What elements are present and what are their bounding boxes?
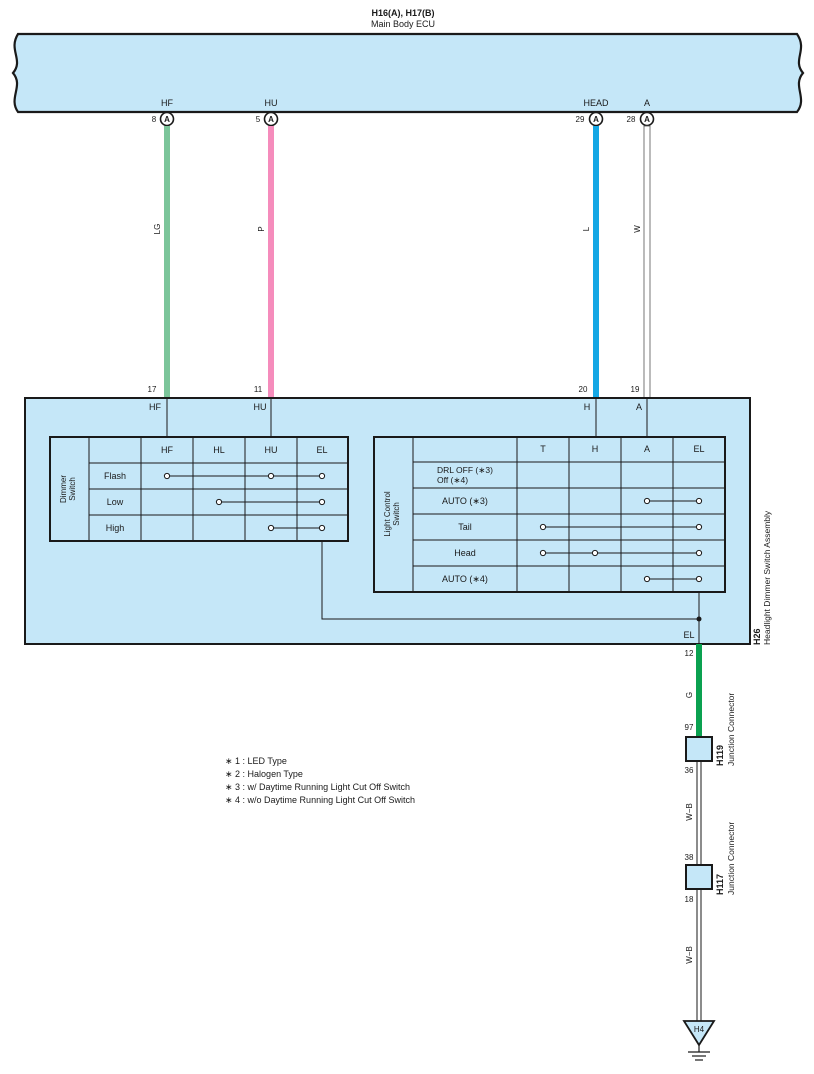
wire-w-label: W	[633, 225, 642, 233]
ecu-pin-hu-term: HU	[265, 98, 278, 108]
wire-g	[696, 644, 702, 737]
ecu-name: Main Body ECU	[371, 19, 435, 29]
ecu-pin-hf-num: 8	[152, 115, 157, 124]
assy-pin-20-num: 20	[579, 385, 588, 394]
ecu-pin-hf: HF 8 A	[152, 98, 175, 127]
lcs-head-contacts	[539, 549, 703, 557]
dimmer-low-contacts	[215, 498, 326, 506]
lcs-row-auto4: AUTO (∗4)	[442, 574, 488, 584]
assy-el-term: EL	[683, 630, 694, 640]
lcs-auto4-contacts	[643, 575, 703, 583]
note-2: ∗ 2 : Halogen Type	[225, 769, 303, 779]
dimmer-flash-contacts	[163, 472, 326, 480]
assembly-code: H26	[752, 628, 762, 645]
wire-p	[268, 126, 274, 398]
lcs-col-t: T	[540, 444, 546, 454]
el-pin-num: 12	[685, 649, 694, 658]
dimmer-col-el: EL	[316, 445, 327, 455]
ecu-pin-head-num: 29	[576, 115, 585, 124]
light-control-switch-table: Light Control Switch T H A EL DRL OFF (∗…	[373, 436, 726, 593]
wire-l	[593, 126, 599, 398]
wire-lg-label: LG	[153, 224, 162, 235]
assy-pin-19-num: 19	[631, 385, 640, 394]
lcs-col-el: EL	[693, 444, 704, 454]
ecu-pin-a-conn: A	[644, 115, 650, 124]
assy-pin-11-num: 11	[254, 385, 263, 394]
dimmer-row-low: Low	[107, 497, 124, 507]
ecu-pin-hf-conn: A	[164, 115, 170, 124]
dimmer-title-2: Switch	[68, 477, 77, 501]
el-junction-dot	[696, 616, 702, 622]
ecu-pin-head-term: HEAD	[583, 98, 609, 108]
ecu-pin-a: A 28 A	[627, 98, 655, 127]
ground-icon	[682, 1020, 716, 1061]
h117-pin-in: 38	[685, 853, 694, 862]
junction-h117	[685, 864, 713, 890]
lcs-row-tail: Tail	[458, 522, 472, 532]
assy-pin-17-num: 17	[148, 385, 157, 394]
ecu-pin-head-circle	[588, 111, 604, 127]
lcs-row-drl-off: DRL OFF (∗3)	[437, 465, 493, 475]
lcs-auto3-contacts	[643, 497, 703, 505]
ecu-pin-a-term: A	[644, 98, 650, 108]
ecu-pin-head-conn: A	[593, 115, 599, 124]
wire-wb1-label: W−B	[685, 803, 694, 821]
dimmer-switch-table: Dimmer Switch HF HL HU EL Flash Low High	[49, 436, 349, 542]
wire-l-label: L	[582, 226, 591, 231]
note-1: ∗ 1 : LED Type	[225, 756, 287, 766]
dimmer-high-contacts	[267, 524, 326, 532]
lcs-tail-contacts	[539, 523, 703, 531]
lcs-title-2: Switch	[392, 502, 401, 526]
h117-name: Junction Connector	[726, 822, 736, 895]
h119-name: Junction Connector	[726, 693, 736, 766]
h117-code: H117	[715, 874, 725, 895]
lcs-row-head: Head	[454, 548, 476, 558]
el-common-line	[321, 541, 699, 620]
wire-lg	[164, 126, 170, 398]
dimmer-col-hf: HF	[161, 445, 173, 455]
ecu-pin-a-circle	[639, 111, 655, 127]
ecu-pin-hf-circle	[159, 111, 175, 127]
junction-h119	[685, 736, 713, 762]
dimmer-col-hl: HL	[213, 445, 225, 455]
lcs-col-h: H	[592, 444, 599, 454]
footnotes: ∗ 1 : LED Type ∗ 2 : Halogen Type ∗ 3 : …	[225, 756, 415, 805]
ecu-pin-hu: HU 5 A	[256, 98, 279, 127]
ecu-code: H16(A), H17(B)	[371, 8, 434, 18]
wire-w	[643, 125, 651, 399]
h119-pin-out: 36	[685, 766, 694, 775]
ecu-body	[11, 32, 805, 114]
dimmer-col-hu: HU	[265, 445, 278, 455]
ecu-pin-head: HEAD 29 A	[576, 98, 609, 127]
ecu-pin-hu-num: 5	[256, 115, 261, 124]
lcs-row-off: Off (∗4)	[437, 475, 468, 485]
ecu-pin-a-num: 28	[627, 115, 636, 124]
ecu-pin-hf-term: HF	[161, 98, 173, 108]
wire-p-label: P	[257, 226, 266, 231]
assy-pin-hu-term: HU	[254, 402, 267, 412]
dimmer-title-1: Dimmer	[59, 475, 68, 503]
dimmer-row-high: High	[106, 523, 125, 533]
h117-pin-out: 18	[685, 895, 694, 904]
lcs-title-1: Light Control	[383, 491, 392, 537]
h119-code: H119	[715, 745, 725, 766]
assy-pin-h-term: H	[584, 402, 591, 412]
lcs-row-auto3: AUTO (∗3)	[442, 496, 488, 506]
wire-g-label: G	[685, 692, 694, 698]
note-4: ∗ 4 : w/o Daytime Running Light Cut Off …	[225, 795, 415, 805]
ecu-pin-hu-conn: A	[268, 115, 274, 124]
assy-pin-a-term: A	[636, 402, 642, 412]
ground-code: H4	[694, 1025, 705, 1034]
assembly-name: Headlight Dimmer Switch Assembly	[762, 510, 772, 645]
assy-pin-hf-term: HF	[149, 402, 161, 412]
dimmer-row-flash: Flash	[104, 471, 126, 481]
note-3: ∗ 3 : w/ Daytime Running Light Cut Off S…	[225, 782, 410, 792]
ecu-pin-hu-circle	[263, 111, 279, 127]
wire-wb2-label: W−B	[685, 946, 694, 964]
h119-pin-in: 97	[685, 723, 694, 732]
lcs-col-a: A	[644, 444, 650, 454]
